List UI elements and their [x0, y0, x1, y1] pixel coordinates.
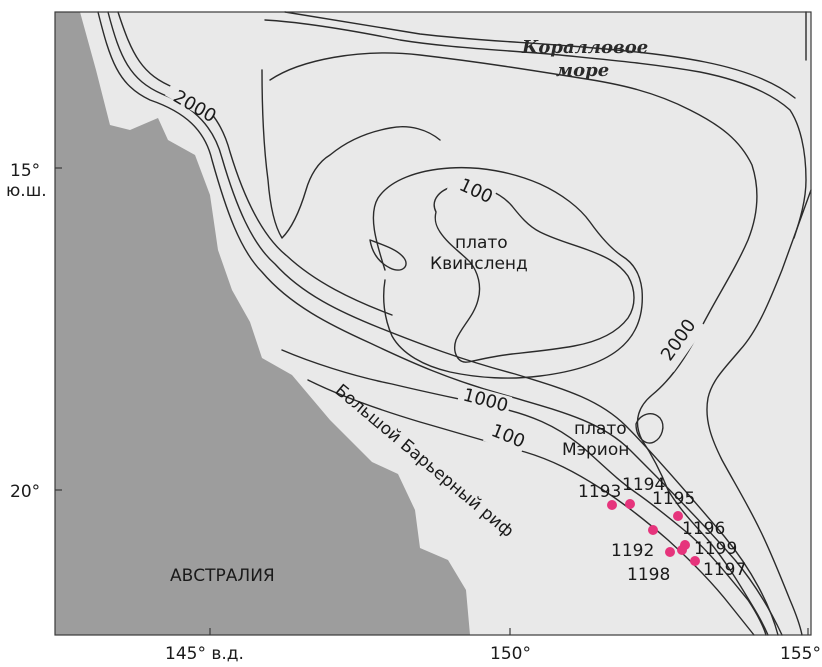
site-label-1196: 1196 — [682, 519, 725, 539]
drill-site-labels: 1193 1194 1195 1196 1192 1199 1198 1197 — [578, 475, 746, 585]
site-1198 — [665, 547, 675, 557]
lat-label-15: 15° — [10, 161, 40, 181]
contour-east-edge — [706, 189, 812, 636]
lon-label-150: 150° — [490, 644, 531, 663]
site-label-1199: 1199 — [694, 539, 737, 559]
australia-label: АВСТРАЛИЯ — [170, 566, 275, 586]
drill-sites — [607, 499, 700, 566]
site-1193 — [607, 500, 617, 510]
lat-label-15-suffix: ю.ш. — [6, 181, 47, 201]
contour-marion-plateau — [635, 413, 664, 444]
contour-coast-outer-b — [107, 11, 779, 636]
site-label-1195: 1195 — [652, 489, 695, 509]
contour-reef-100 — [307, 379, 755, 636]
site-1199 — [677, 545, 687, 555]
site-label-1194: 1194 — [622, 475, 665, 495]
site-label-1197: 1197 — [703, 560, 746, 580]
contour-offshore-2000 — [269, 52, 769, 636]
contour-queensland-2000 — [261, 69, 441, 239]
site-label-1198: 1198 — [627, 565, 670, 585]
map-frame — [54, 11, 812, 636]
site-1192 — [648, 525, 658, 535]
axis-ticks — [55, 167, 809, 635]
sea-name-line1: Коралловое — [521, 37, 648, 58]
site-label-1192: 1192 — [611, 541, 654, 561]
site-label-1193: 1193 — [578, 482, 621, 502]
depth-contours — [97, 11, 812, 636]
contour-coast-outer-c — [117, 11, 393, 316]
lon-label-145: 145° в.д. — [165, 644, 244, 663]
contour-queensland-100 — [369, 185, 635, 363]
marion-plateau-line1: плато — [574, 419, 627, 439]
site-1195 — [673, 511, 683, 521]
contour-coast-outer-a — [97, 11, 783, 636]
queensland-plateau-line1: плато — [455, 233, 508, 253]
queensland-plateau-line2: Квинсленд — [430, 254, 528, 274]
australia-landmass — [55, 12, 470, 635]
lat-label-20: 20° — [10, 482, 40, 502]
contour-reef-1000 — [281, 349, 767, 636]
marion-plateau-line2: Мэрион — [562, 440, 629, 460]
sea-name-line2: море — [556, 60, 609, 81]
site-1197 — [690, 556, 700, 566]
contour-queensland-plateau-outer — [372, 166, 643, 379]
contour-northeast — [264, 11, 807, 239]
lon-label-155: 155° — [780, 644, 821, 663]
contour-northeast-inner — [284, 11, 796, 99]
site-1194 — [625, 499, 635, 509]
